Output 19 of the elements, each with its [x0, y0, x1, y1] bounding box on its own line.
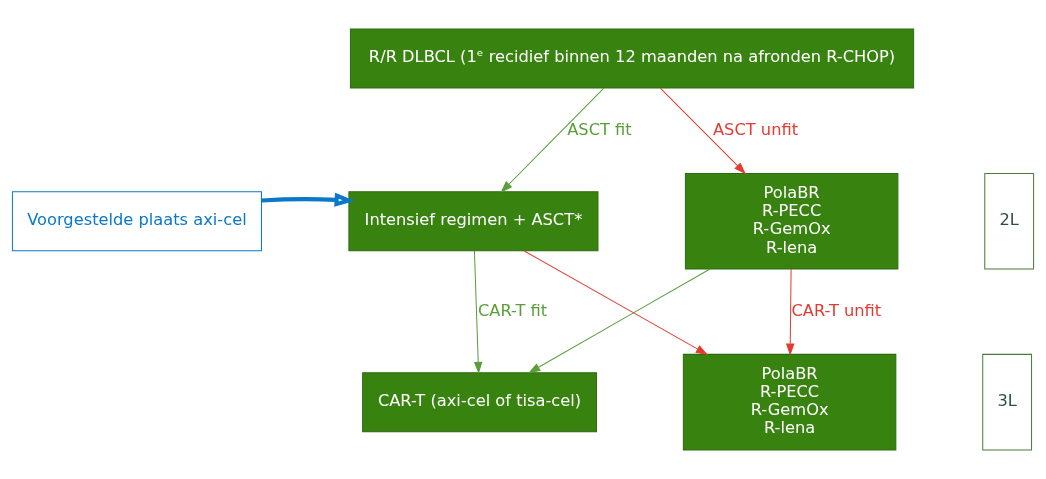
arrow: [473, 250, 483, 374]
arrow: [785, 268, 795, 356]
arrow: [528, 268, 711, 374]
edge-label: ASCT fit: [567, 119, 632, 139]
node-box: Voorgestelde plaats axi-cel: [11, 191, 262, 252]
node-box: CAR-T (axi-cel of tisa-cel): [362, 372, 597, 433]
node-box: PolaBR R-PECC R-GemOx R-lena: [682, 353, 897, 451]
arrow: [523, 250, 709, 355]
edge-label: CAR-T fit: [477, 300, 548, 320]
edge-label: CAR-T unfit: [791, 300, 882, 320]
node-box: 2L: [984, 172, 1035, 270]
node-box: 3L: [982, 353, 1033, 451]
arrow: [500, 87, 605, 193]
arrow: [261, 192, 355, 207]
node-box: Intensief regimen + ASCT*: [348, 191, 599, 252]
arrow: [660, 87, 746, 175]
node-box: PolaBR R-PECC R-GemOx R-lena: [684, 172, 899, 270]
node-box: R/R DLBCL (1ᵉ recidief binnen 12 maanden na afronden R-CHOP): [349, 28, 915, 89]
edge-label: ASCT unfit: [713, 119, 799, 139]
